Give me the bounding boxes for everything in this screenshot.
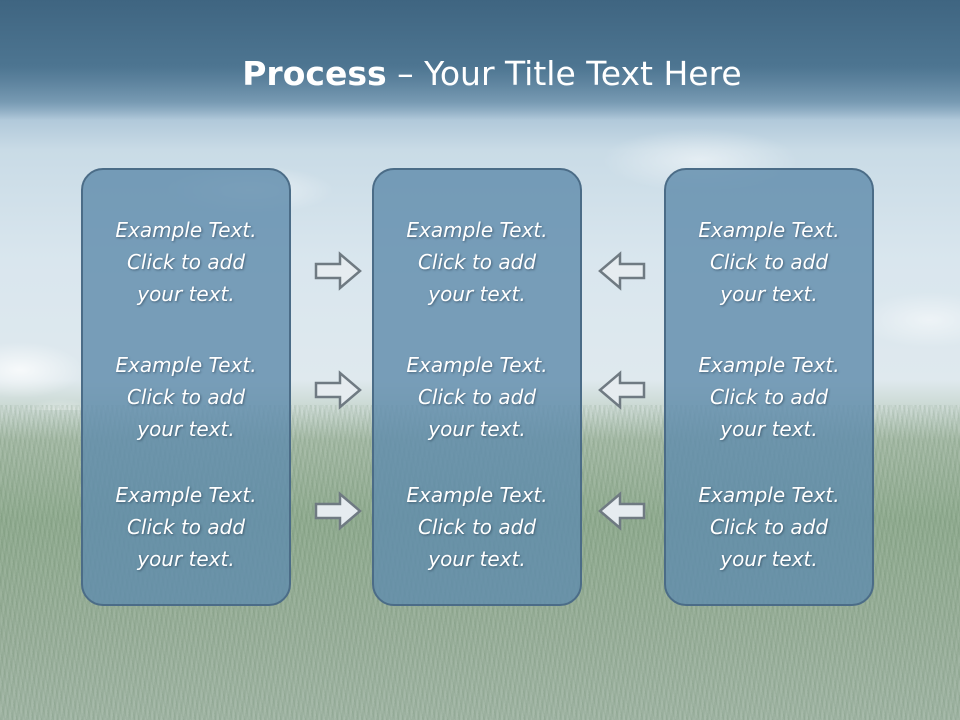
text-placeholder[interactable]: Example Text. Click to add your text.	[698, 483, 840, 571]
text-placeholder[interactable]: Example Text. Click to add your text.	[406, 483, 548, 571]
process-box-left[interactable]: Example Text. Click to add your text. Ex…	[81, 168, 291, 606]
right-arrow-icon	[314, 370, 362, 410]
process-box-center[interactable]: Example Text. Click to add your text. Ex…	[372, 168, 582, 606]
right-arrow-icon	[314, 491, 362, 531]
left-arrow-icon	[598, 491, 646, 531]
left-arrow-icon	[598, 370, 646, 410]
text-placeholder[interactable]: Example Text. Click to add your text.	[115, 353, 257, 441]
process-box-right[interactable]: Example Text. Click to add your text. Ex…	[664, 168, 874, 606]
text-placeholder[interactable]: Example Text. Click to add your text.	[115, 218, 257, 306]
header-band	[0, 0, 960, 120]
right-arrow-icon	[314, 251, 362, 291]
slide-title-rest: – Your Title Text Here	[386, 54, 742, 93]
slide-title-bold: Process	[242, 54, 387, 93]
text-placeholder[interactable]: Example Text. Click to add your text.	[698, 218, 840, 306]
slide-title[interactable]: Process – Your Title Text Here	[0, 52, 960, 96]
text-placeholder[interactable]: Example Text. Click to add your text.	[698, 353, 840, 441]
left-arrow-icon	[598, 251, 646, 291]
text-placeholder[interactable]: Example Text. Click to add your text.	[406, 218, 548, 306]
text-placeholder[interactable]: Example Text. Click to add your text.	[406, 353, 548, 441]
text-placeholder[interactable]: Example Text. Click to add your text.	[115, 483, 257, 571]
